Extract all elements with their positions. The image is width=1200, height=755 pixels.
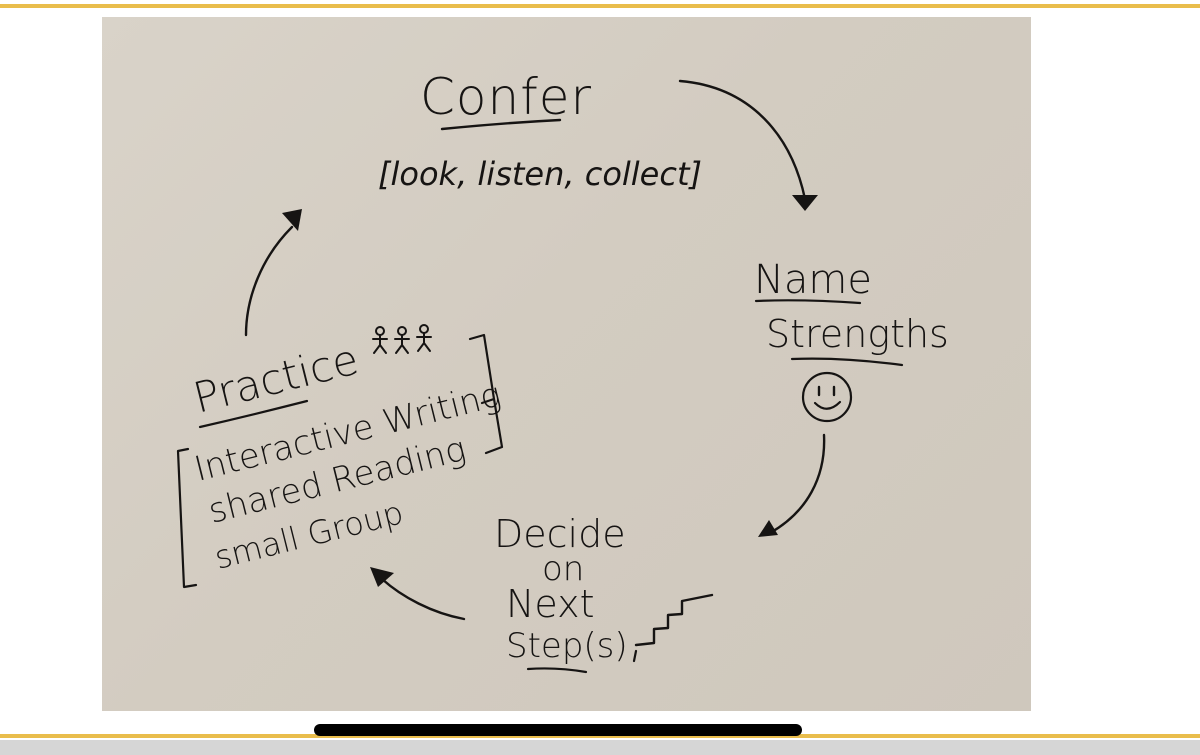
top-accent-bar [0,0,1200,10]
next-label: Next [506,582,595,626]
on-label: on [542,549,584,589]
bottom-chrome [0,711,1200,755]
strengths-label: Strengths [766,312,949,356]
arrow-decide-to-practice [370,567,466,621]
arrow-confer-to-strengths [678,79,818,211]
whiteboard-photo: Confer [look, listen, collect] Name Stre… [102,17,1031,711]
strengths-underline [790,357,904,367]
confer-title: Confer [420,68,592,126]
bottom-accent-stripe [0,734,1200,738]
practice-underline [198,399,309,429]
decide-node: Decide on Next Step(s) [494,512,714,674]
cycle-diagram: Confer [look, listen, collect] Name Stre… [176,68,949,674]
name-underline [754,299,862,305]
confer-node: Confer [look, listen, collect] [378,68,702,193]
arrow-strengths-to-decide [758,433,826,537]
steps-underline [526,667,588,674]
practice-node: Practice Interactive Writing shared Read… [176,324,505,589]
name-label: Name [754,257,872,303]
group-of-people-icon [372,324,432,354]
top-accent-stripe [0,4,1200,8]
practice-left-bracket [176,447,198,589]
bottom-gray-band [0,740,1200,755]
staircase-icon [632,593,714,663]
practice-right-bracket [468,333,504,455]
decide-label: Decide [494,512,626,556]
confer-detail: [look, listen, collect] [378,155,702,193]
arrow-practice-to-confer [244,209,302,337]
name-strengths-node: Name Strengths [754,257,949,423]
smiley-face-icon [801,371,853,423]
home-indicator-bar[interactable] [314,724,802,736]
confer-underline [440,118,562,131]
steps-label: Step(s) [506,626,628,666]
